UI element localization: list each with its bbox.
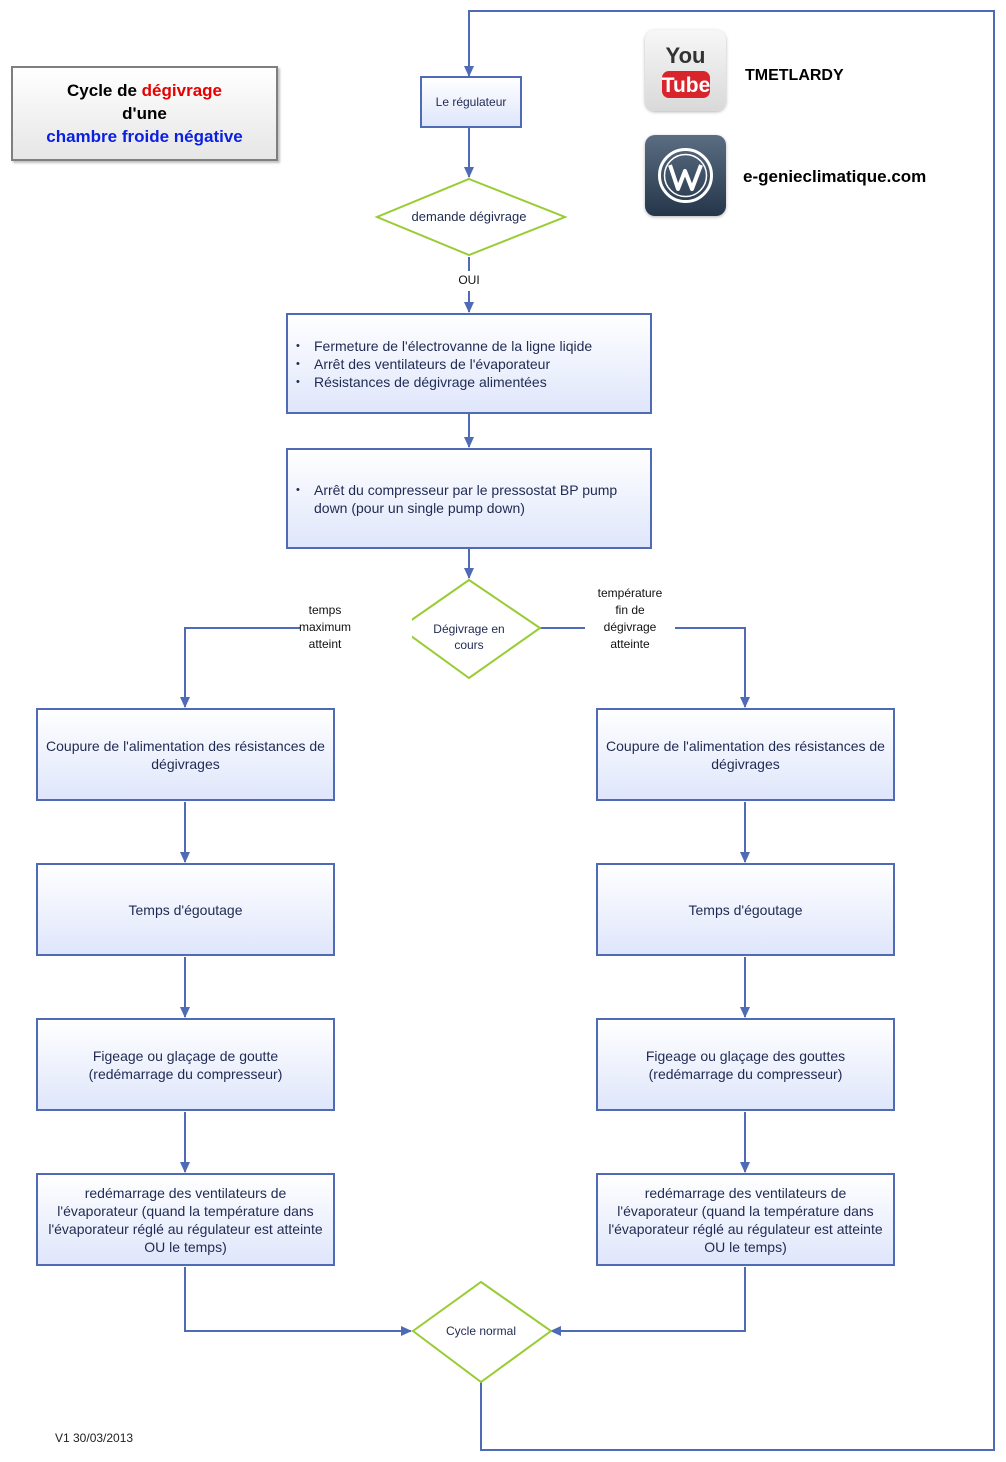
youtube-channel-name: TMETLARDY <box>745 67 844 84</box>
edge-label-line: dégivrage <box>603 620 657 634</box>
degivrage-en-cours-text: Dégivrage en cours <box>433 622 505 652</box>
degivrage-en-cours-label: Dégivrage en cours <box>420 620 518 654</box>
edge-label-temp-fin: température fin de dégivrage atteinte <box>590 585 670 653</box>
edge-label-line: température <box>597 586 663 600</box>
youtube-icon[interactable]: You Tube <box>645 30 726 111</box>
left-figeage-box: Figeage ou glaçage de goutte (redémarrag… <box>36 1018 335 1111</box>
edge-label-line: fin de <box>615 603 645 617</box>
step1-item: Fermeture de l'électrovanne de la ligne … <box>296 337 592 355</box>
left-figeage-text: Figeage ou glaçage de goutte (redémarrag… <box>88 1047 283 1082</box>
right-egouttage-box: Temps d'égoutage <box>596 863 895 956</box>
diamond-cycle-normal <box>411 1280 553 1384</box>
edge-label-oui: OUI <box>458 273 480 287</box>
connector-left-to-cycle <box>184 1267 412 1336</box>
edge-label-line: maximum <box>298 620 351 634</box>
step1-item: Résistances de dégivrage alimentées <box>296 373 592 391</box>
cycle-normal-label: Cycle normal <box>445 1324 517 1338</box>
wordpress-icon[interactable] <box>645 135 726 216</box>
edge-label-temps-max: temps maximum atteint <box>295 602 355 653</box>
diamond-degivrage-en-cours <box>398 578 542 680</box>
left-redemarrage-text: redémarrage des ventilateurs de l'évapor… <box>48 1184 323 1255</box>
diagram-title: Cycle de dégivrage d'une chambre froide … <box>11 66 278 161</box>
right-figeage-box: Figeage ou glaçage des gouttes (redémarr… <box>596 1018 895 1111</box>
svg-text:Tube: Tube <box>662 74 711 97</box>
step1-list: Fermeture de l'électrovanne de la ligne … <box>296 337 592 391</box>
step2-item: Arrêt du compresseur par le pressostat B… <box>296 481 626 517</box>
left-egouttage-text: Temps d'égoutage <box>128 901 243 918</box>
step2-box: Arrêt du compresseur par le pressostat B… <box>286 448 652 549</box>
edge-label-line: atteinte <box>610 637 650 651</box>
right-coupure-box: Coupure de l'alimentation des résistance… <box>596 708 895 801</box>
website-name: e-genieclimatique.com <box>743 167 927 186</box>
right-egouttage-text: Temps d'égoutage <box>688 901 803 918</box>
edge-label-line: temps <box>308 603 342 617</box>
title-line3: chambre froide négative <box>46 127 243 146</box>
loop-back-connector <box>464 10 995 1451</box>
diamond-demande-degivrage <box>374 177 568 257</box>
step1-item: Arrêt des ventilateurs de l'évaporateur <box>296 355 592 373</box>
title-highlight: dégivrage <box>141 81 222 100</box>
right-redemarrage-box: redémarrage des ventilateurs de l'évapor… <box>596 1173 895 1266</box>
version-label: V1 30/03/2013 <box>55 1431 134 1445</box>
regulateur-box: Le régulateur <box>420 76 522 128</box>
left-coupure-text: Coupure de l'alimentation des résistance… <box>46 737 325 772</box>
demande-degivrage-label: demande dégivrage <box>411 209 527 224</box>
title-line2: d'une <box>122 104 167 123</box>
right-figeage-text: Figeage ou glaçage des gouttes (redémarr… <box>645 1047 846 1082</box>
edge-label-line: atteint <box>308 637 342 651</box>
left-egouttage-box: Temps d'égoutage <box>36 863 335 956</box>
title-part1: Cycle de <box>67 81 142 100</box>
left-redemarrage-box: redémarrage des ventilateurs de l'évapor… <box>36 1173 335 1266</box>
regulateur-label: Le régulateur <box>435 95 507 109</box>
svg-text:You: You <box>666 43 706 68</box>
right-redemarrage-text: redémarrage des ventilateurs de l'évapor… <box>608 1184 883 1255</box>
right-coupure-text: Coupure de l'alimentation des résistance… <box>606 737 885 772</box>
step1-box: Fermeture de l'électrovanne de la ligne … <box>286 313 652 414</box>
connector-right-to-cycle <box>550 1267 746 1336</box>
left-coupure-box: Coupure de l'alimentation des résistance… <box>36 708 335 801</box>
step2-list: Arrêt du compresseur par le pressostat B… <box>296 481 626 517</box>
